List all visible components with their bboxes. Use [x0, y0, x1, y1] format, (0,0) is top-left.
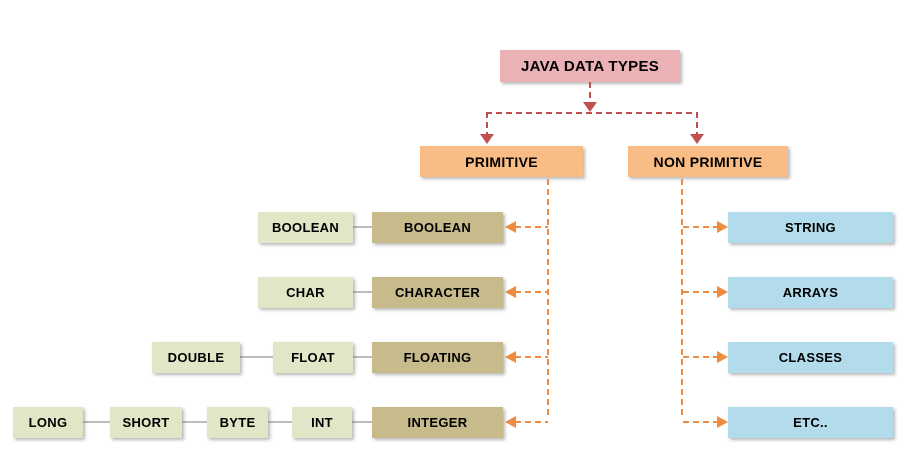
alias-node-char: CHAR [258, 277, 353, 308]
link-line [83, 421, 110, 423]
type-node-character: CHARACTER [372, 277, 503, 308]
link-line [352, 421, 372, 423]
arrow-left-icon [505, 221, 516, 233]
root-node-java-data-types: JAVA DATA TYPES [500, 50, 680, 82]
root-drop-line [589, 82, 591, 102]
arrow-left-icon [505, 351, 516, 363]
link-line [182, 421, 207, 423]
connector-integer [515, 421, 548, 423]
connector-boolean [515, 226, 548, 228]
type-node-floating: FLOATING [372, 342, 503, 373]
arrow-left-icon [505, 286, 516, 298]
arrow-right-icon [717, 351, 728, 363]
alias-node-int: INT [292, 407, 352, 438]
alias-node-double: DOUBLE [152, 342, 240, 373]
non-primitive-node-string: STRING [728, 212, 893, 243]
branch-split-line [486, 112, 698, 114]
non-primitive-trunk-line [681, 179, 683, 419]
link-line [353, 291, 372, 293]
link-line [268, 421, 292, 423]
branch-node-primitive: PRIMITIVE [420, 146, 583, 177]
non-primitive-node-arrays: ARRAYS [728, 277, 893, 308]
link-line [240, 356, 273, 358]
link-line [353, 226, 372, 228]
arrow-down-icon [690, 134, 704, 144]
connector-character [515, 291, 548, 293]
arrow-down-icon [480, 134, 494, 144]
arrow-right-icon [717, 286, 728, 298]
non-primitive-drop-line [696, 112, 698, 134]
alias-node-long: LONG [13, 407, 83, 438]
type-node-boolean: BOOLEAN [372, 212, 503, 243]
primitive-trunk-line [547, 179, 549, 419]
alias-node-short: SHORT [110, 407, 182, 438]
connector-string [683, 226, 717, 228]
arrow-down-icon [583, 102, 597, 112]
connector-arrays [683, 291, 717, 293]
arrow-left-icon [505, 416, 516, 428]
link-line [353, 356, 372, 358]
primitive-drop-line [486, 112, 488, 134]
type-node-integer: INTEGER [372, 407, 503, 438]
alias-node-float: FLOAT [273, 342, 353, 373]
arrow-right-icon [717, 221, 728, 233]
alias-node-byte: BYTE [207, 407, 268, 438]
branch-node-non-primitive: NON PRIMITIVE [628, 146, 788, 177]
alias-node-boolean: BOOLEAN [258, 212, 353, 243]
connector-classes [683, 356, 717, 358]
non-primitive-node-classes: CLASSES [728, 342, 893, 373]
arrow-right-icon [717, 416, 728, 428]
connector-etc [683, 421, 717, 423]
connector-floating [515, 356, 548, 358]
non-primitive-node-etc: ETC.. [728, 407, 893, 438]
